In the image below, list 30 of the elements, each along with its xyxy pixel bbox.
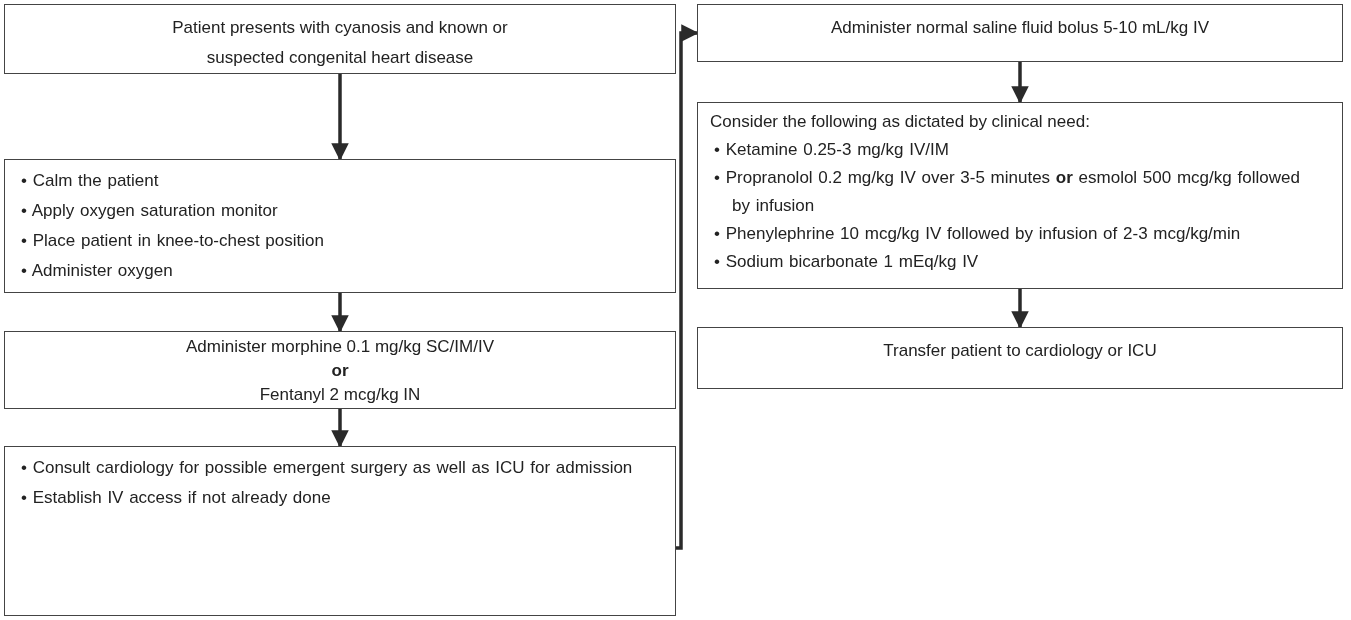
step-box [697,4,1343,62]
arrow [1011,62,1029,104]
step-box [697,327,1343,389]
step-box [4,446,676,616]
arrow [675,24,699,550]
step-box [4,159,676,293]
step-text: Fentanyl 2 mcg/kg IN [259,384,421,406]
step-text: Transfer patient to cardiology or ICU [883,340,1157,362]
step-text: Administer morphine 0.1 mg/kg SC/IM/IV [186,336,494,358]
bullet-item: • Place patient in knee-to-chest position [20,230,325,252]
bullet-item: • Sodium bicarbonate 1 mEq/kg IV [713,251,980,273]
step-box [4,4,676,74]
bullet-item: • Propranolol 0.2 mg/kg IV over 3-5 minutes or esmolol 500 mcg/kg followed by infusion [713,167,1301,217]
arrow [331,74,349,161]
step-heading: Consider the following as dictated by clinical need: [710,111,1091,133]
bullet-item: • Establish IV access if not already done [20,487,332,509]
step-text: Administer normal saline fluid bolus 5-10 mL/kg IV [831,17,1209,39]
step-box [4,331,676,409]
bullet-item: • Administer oxygen [20,260,174,282]
bullet-item: • Calm the patient [20,170,160,192]
arrow [331,409,349,448]
step-text: Patient presents with cyanosis and known or suspected congenital heart disease [171,17,509,69]
arrow [1011,289,1029,329]
arrow [331,293,349,333]
bullet-item: • Ketamine 0.25-3 mg/kg IV/IM [713,139,950,161]
bullet-item: • Consult cardiology for possible emergent surgery as well as ICU for admission [20,457,634,479]
bullet-item: • Apply oxygen saturation monitor [20,200,279,222]
or-text: or [331,360,349,382]
bullet-item: • Phenylephrine 10 mcg/kg IV followed by infusion of 2-3 mcg/kg/min [713,223,1242,245]
step-box [697,102,1343,289]
